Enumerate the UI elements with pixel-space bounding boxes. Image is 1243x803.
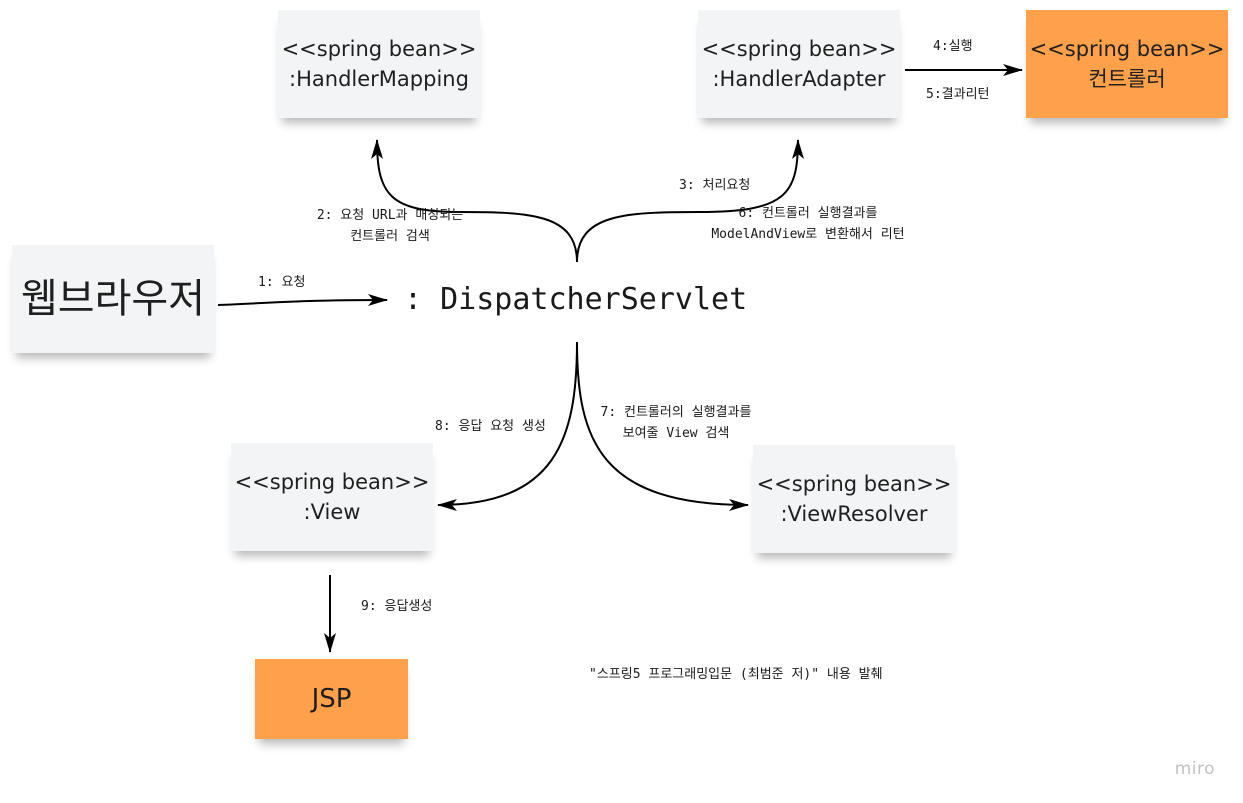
step7-line1: 7: 컨트롤러의 실행결과를 bbox=[600, 405, 752, 420]
dispatcher-servlet-label[interactable]: : DispatcherServlet bbox=[404, 282, 748, 317]
step1-label: 1: 요청 bbox=[258, 275, 306, 290]
controller-stereotype: <<spring bean>> bbox=[1029, 37, 1225, 61]
step7-label: 7: 컨트롤러의 실행결과를 보여줄 View 검색 bbox=[582, 402, 770, 444]
step2-line2: 컨트롤러 검색 bbox=[350, 229, 430, 244]
controller-name: 컨트롤러 bbox=[1088, 67, 1166, 91]
handler-mapping-name: :HandlerMapping bbox=[289, 67, 469, 91]
arrow-servlet-to-handler-mapping bbox=[371, 139, 578, 263]
step6-line1: 6: 컨트롤러 실행결과를 bbox=[738, 206, 878, 221]
handler-adapter-stereotype: <<spring bean>> bbox=[701, 37, 897, 61]
handler-mapping-stereotype: <<spring bean>> bbox=[281, 37, 477, 61]
view-resolver-name: :ViewResolver bbox=[780, 502, 928, 526]
handler-mapping-note[interactable]: <<spring bean>> :HandlerMapping bbox=[278, 10, 480, 118]
step5-label: 5:결과리턴 bbox=[926, 87, 990, 102]
step2-line1: 2: 요청 URL과 매칭되는 bbox=[316, 208, 464, 223]
handler-adapter-note[interactable]: <<spring bean>> :HandlerAdapter bbox=[698, 10, 900, 118]
jsp-name: JSP bbox=[311, 684, 352, 714]
miro-watermark: miro bbox=[1174, 759, 1215, 779]
browser-name: 웹브라우저 bbox=[21, 276, 205, 322]
step4-label: 4:실행 bbox=[933, 39, 973, 54]
view-name: :View bbox=[303, 500, 361, 524]
arrow-servlet-to-view bbox=[437, 341, 578, 511]
arrow-servlet-to-view-resolver bbox=[576, 341, 749, 511]
view-resolver-note[interactable]: <<spring bean>> :ViewResolver bbox=[753, 445, 955, 553]
arrow-browser-to-servlet bbox=[217, 294, 388, 307]
step6-line2: ModelAndView로 변환해서 리턴 bbox=[711, 227, 905, 242]
step8-label: 8: 응답 요청 생성 bbox=[435, 419, 546, 434]
arrow-servlet-to-handler-adapter bbox=[576, 139, 804, 263]
source-caption: "스프링5 프로그래밍입문 (최범준 저)" 내용 발췌 bbox=[589, 667, 883, 682]
step2-label: 2: 요청 URL과 매칭되는 컨트롤러 검색 bbox=[298, 205, 482, 247]
step7-line2: 보여줄 View 검색 bbox=[622, 426, 730, 441]
step9-label: 9: 응답생성 bbox=[361, 599, 433, 614]
step6-label: 6: 컨트롤러 실행결과를 ModelAndView로 변환해서 리턴 bbox=[690, 203, 926, 245]
step3-label: 3: 처리요청 bbox=[679, 178, 751, 193]
view-stereotype: <<spring bean>> bbox=[234, 470, 430, 494]
view-resolver-stereotype: <<spring bean>> bbox=[756, 472, 952, 496]
controller-note[interactable]: <<spring bean>> 컨트롤러 bbox=[1026, 10, 1228, 118]
browser-note[interactable]: 웹브라우저 bbox=[12, 245, 214, 353]
handler-adapter-name: :HandlerAdapter bbox=[712, 67, 886, 91]
jsp-note[interactable]: JSP bbox=[255, 659, 408, 739]
view-note[interactable]: <<spring bean>> :View bbox=[231, 443, 433, 551]
